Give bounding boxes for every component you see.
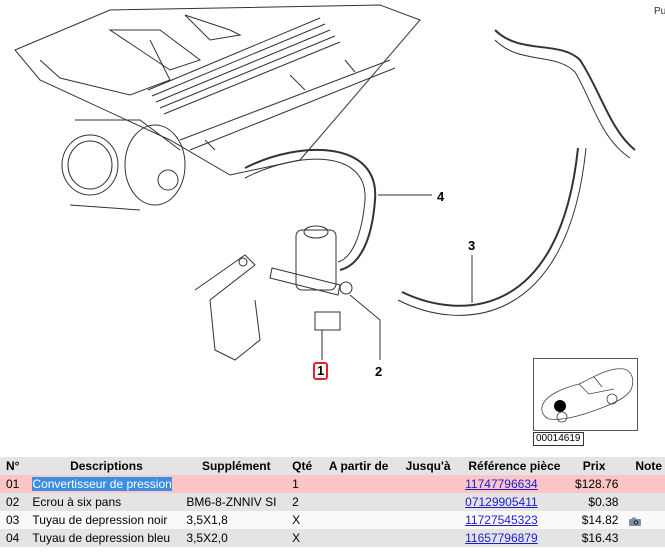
exploded-view-drawing [14, 4, 636, 361]
part-reference-link[interactable]: 11727545323 [465, 513, 538, 527]
price-text: $14.82 [581, 513, 619, 527]
row-note [621, 493, 665, 511]
diagram-id-label: 00014619 [533, 432, 584, 446]
manifold-outline [14, 4, 421, 176]
row-quantity: 1 [289, 475, 324, 493]
row-supplement: BM6-8-ZNNIV SI [183, 493, 290, 511]
hose-3 [401, 147, 579, 307]
callout-1[interactable]: 1 [313, 362, 329, 380]
table-row[interactable]: 03 Tuyau de depression noir 3,5X1,8 X 11… [0, 511, 665, 529]
row-reference: 07129905411 [462, 493, 567, 511]
col-reference: Référence pièce [462, 457, 567, 475]
table-row[interactable]: 04 Tuyau de depression bleu 3,5X2,0 X 11… [0, 529, 665, 547]
row-to [394, 511, 463, 529]
col-supplement: Supplément [183, 457, 290, 475]
row-note [621, 529, 665, 547]
col-number: N° [0, 457, 30, 475]
row-supplement: 3,5X2,0 [183, 529, 290, 547]
row-price: $14.82 [566, 511, 622, 529]
table-row[interactable]: 01 Convertisseur de pression 1 117477966… [0, 475, 665, 493]
row-from [323, 475, 395, 493]
row-reference: 11747796634 [462, 475, 567, 493]
row-price: $128.76 [566, 475, 622, 493]
row-reference: 11657796879 [462, 529, 567, 547]
row-to [394, 475, 463, 493]
part-reference-link[interactable]: 11657796879 [465, 531, 538, 545]
part-reference-link[interactable]: 11747796634 [465, 477, 538, 491]
row-number: 02 [0, 493, 30, 511]
callout-3[interactable]: 3 [468, 238, 476, 253]
row-to [394, 493, 463, 511]
part-reference-link[interactable]: 07129905411 [465, 495, 538, 509]
parts-table: N° Descriptions Supplément Qté A partir … [0, 457, 665, 547]
corner-label: Pu [654, 6, 665, 17]
table-row[interactable]: 02 Ecrou à six pans BM6-8-ZNNIV SI 2 071… [0, 493, 665, 511]
row-supplement [183, 475, 290, 493]
col-description: Descriptions [29, 457, 184, 475]
row-description[interactable]: Tuyau de depression bleu [29, 529, 184, 547]
row-price: $0.38 [566, 493, 622, 511]
car-outline-icon [541, 368, 634, 423]
col-note: Note [621, 457, 665, 475]
col-from: A partir de [323, 457, 395, 475]
row-supplement: 3,5X1,8 [183, 511, 290, 529]
row-from [323, 493, 395, 511]
row-description[interactable]: Convertisseur de pression [29, 475, 184, 493]
row-quantity: X [289, 511, 324, 529]
row-description[interactable]: Ecrou à six pans [29, 493, 184, 511]
row-price: $16.43 [566, 529, 622, 547]
pressure-converter [295, 229, 337, 291]
row-number: 01 [0, 475, 30, 493]
table-header-row: N° Descriptions Supplément Qté A partir … [0, 457, 665, 475]
row-reference: 11727545323 [462, 511, 567, 529]
row-to [394, 529, 463, 547]
camera-icon[interactable] [628, 516, 642, 526]
row-note [621, 475, 665, 493]
hex-nut [339, 281, 353, 295]
description-text[interactable]: Convertisseur de pression [32, 477, 172, 491]
col-to: Jusqu'à [394, 457, 463, 475]
row-quantity: X [289, 529, 324, 547]
row-number: 04 [0, 529, 30, 547]
mounting-bracket [194, 254, 261, 361]
row-description[interactable]: Tuyau de depression noir [29, 511, 184, 529]
callout-4[interactable]: 4 [437, 189, 445, 204]
col-price: Prix [566, 457, 622, 475]
hose-4 [244, 148, 377, 271]
parts-diagram: Pu 1 2 3 4 00014619 [14, 4, 665, 446]
row-quantity: 2 [289, 493, 324, 511]
row-note [621, 511, 665, 529]
col-quantity: Qté [289, 457, 324, 475]
throttle-body-front [61, 134, 119, 196]
vehicle-thumbnail [533, 358, 638, 431]
row-from [323, 511, 395, 529]
callout-2[interactable]: 2 [375, 364, 383, 379]
row-from [323, 529, 395, 547]
manifold-ribs [147, 17, 341, 115]
row-number: 03 [0, 511, 30, 529]
location-dot [554, 400, 566, 412]
